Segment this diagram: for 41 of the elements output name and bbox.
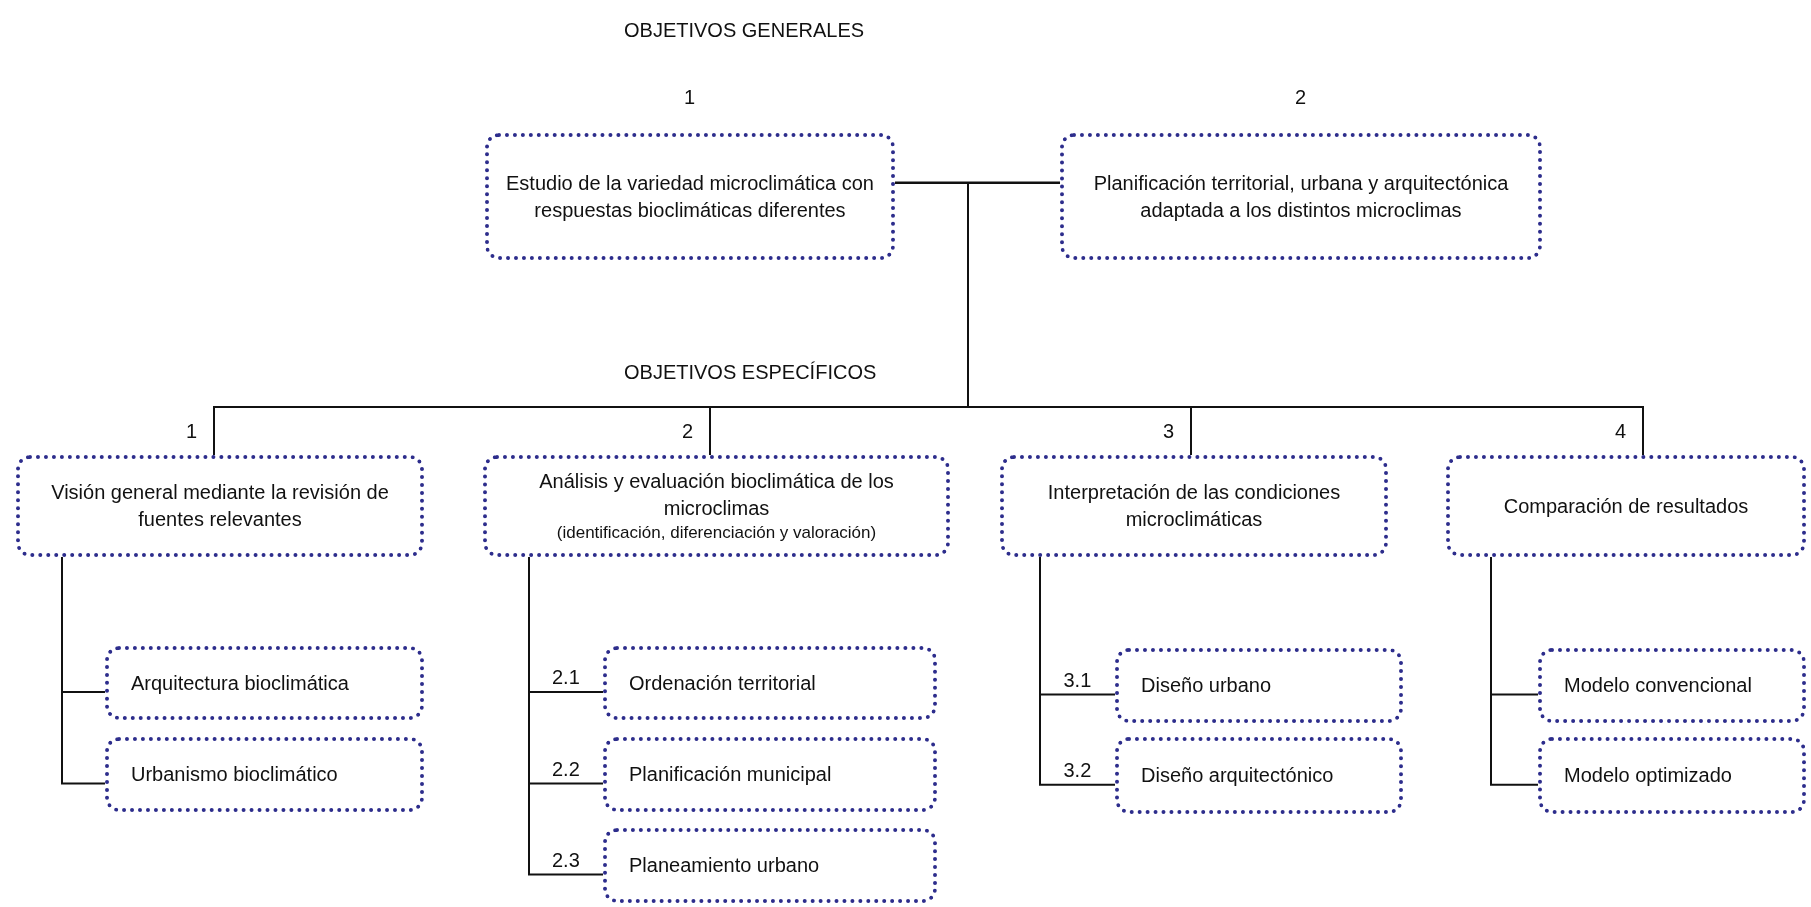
- box-text: Diseño arquitectónico: [1141, 763, 1334, 788]
- objective-box: [1060, 133, 1542, 260]
- box-text: Interpretación de las condiciones microclimáticas: [1046, 480, 1342, 532]
- section-heading: OBJETIVOS ESPECÍFICOS: [624, 360, 877, 384]
- objective-box: [483, 455, 950, 557]
- objective-box: [1115, 648, 1403, 723]
- box-text: Diseño urbano: [1141, 673, 1272, 698]
- objective-box: [16, 455, 424, 557]
- box-subtext: (identificación, diferenciación y valoración): [556, 522, 877, 544]
- objective-box: [1115, 737, 1403, 814]
- box-text: Planeamiento urbano: [629, 853, 820, 878]
- box-text: Análisis y evaluación bioclimática de los microclimas: [538, 469, 895, 521]
- connector-line: [61, 556, 106, 785]
- number-label: 1: [684, 85, 696, 109]
- number-label: 3: [1163, 419, 1175, 443]
- section-heading: OBJETIVOS GENERALES: [624, 18, 865, 42]
- box-text: Urbanismo bioclimático: [131, 762, 338, 787]
- objective-box: [485, 133, 895, 260]
- box-text: Modelo convencional: [1564, 673, 1752, 698]
- box-text: Visión general mediante la revisión de fuentes relevantes: [50, 480, 390, 532]
- box-text: Estudio de la variedad microclimática con respuestas bioclimáticas diferentes: [505, 170, 875, 223]
- box-text: Comparación de resultados: [1503, 493, 1749, 519]
- objective-box: [603, 646, 937, 720]
- box-text: Modelo optimizado: [1564, 763, 1732, 788]
- number-label: 1: [186, 419, 198, 443]
- box-text: Arquitectura bioclimática: [131, 670, 349, 696]
- objective-box: [603, 737, 937, 812]
- connector-line: [1490, 556, 1539, 786]
- objective-box: [1000, 455, 1388, 557]
- objective-box: [1446, 455, 1806, 557]
- objective-box: [105, 737, 424, 812]
- box-text: Planificación municipal: [629, 762, 832, 787]
- number-label: 4: [1615, 419, 1627, 443]
- box-text: Ordenación territorial: [629, 670, 816, 696]
- objective-box: [105, 646, 424, 720]
- number-label: 2: [682, 419, 694, 443]
- connector-line: [1039, 556, 1116, 786]
- box-text: Planificación territorial, urbana y arquitectónica adaptada a los distintos microclimas: [1092, 170, 1510, 223]
- objective-box: [603, 828, 937, 903]
- objective-box: [1538, 737, 1806, 814]
- number-label: 2: [1295, 85, 1307, 109]
